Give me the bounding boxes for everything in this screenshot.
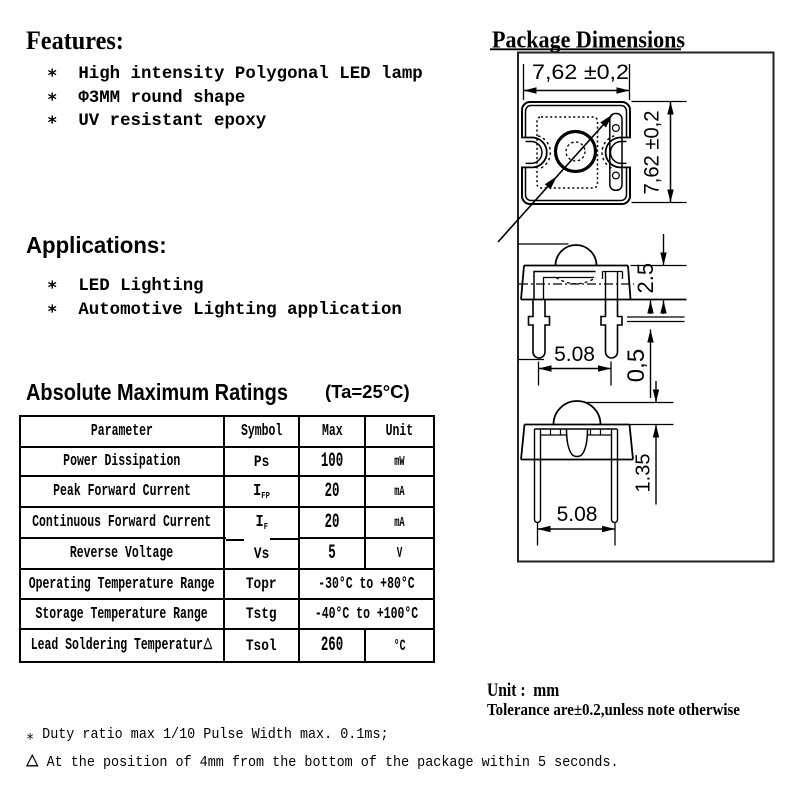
svg-text:7,62 ±0,2: 7,62 ±0,2 xyxy=(532,60,629,84)
svg-text:7,62 ±0,2: 7,62 ±0,2 xyxy=(640,111,664,195)
svg-text:5.08: 5.08 xyxy=(557,503,598,526)
svg-text:0,5: 0,5 xyxy=(623,349,650,382)
svg-text:5.08: 5.08 xyxy=(554,343,595,366)
svg-text:1.35: 1.35 xyxy=(633,454,655,493)
svg-text:2.5: 2.5 xyxy=(633,263,658,294)
